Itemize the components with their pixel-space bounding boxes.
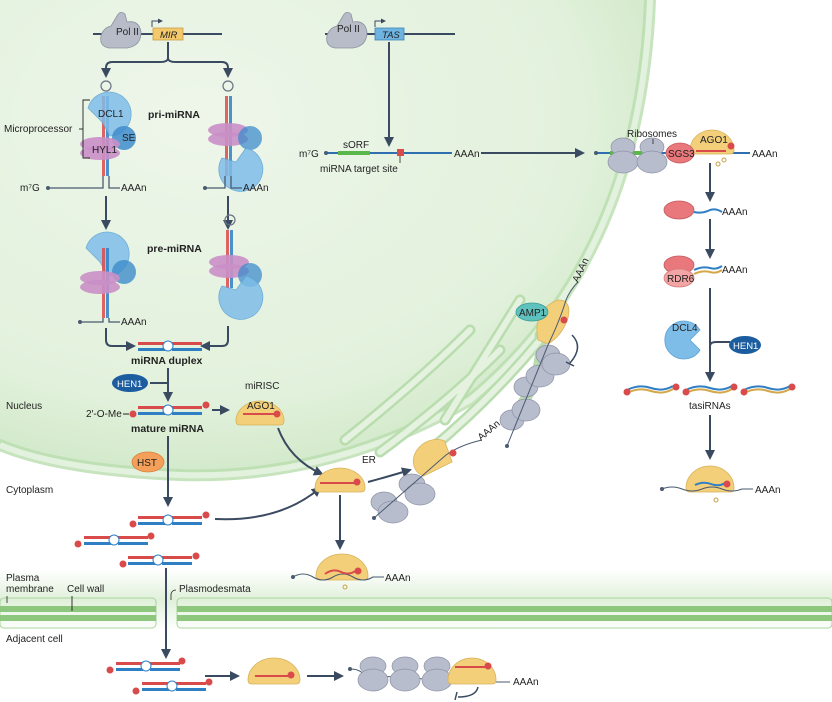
dcl4-label: DCL4 <box>672 323 698 334</box>
target-site-box <box>397 149 404 156</box>
mir-gene-label: MIR <box>160 30 178 41</box>
tas-transcript <box>324 149 452 163</box>
target-site-label: miRNA target site <box>320 164 398 175</box>
hen1-left: HEN1 <box>112 374 148 392</box>
cytoplasmic-mirna-1 <box>129 511 210 528</box>
sorf-label: sORF <box>343 140 369 151</box>
tas-gene-label: TAS <box>382 30 400 41</box>
cell-wall-label: Cell wall <box>67 584 104 595</box>
hen1-left-label: HEN1 <box>117 379 142 390</box>
m7g-label-1: m⁷G <box>20 183 40 194</box>
aaan-sgs3: AAAn <box>752 149 778 160</box>
cleaved-fragment <box>663 200 723 220</box>
mirna-duplex-label: miRNA duplex <box>131 355 203 367</box>
dcl1-label: DCL1 <box>98 109 124 120</box>
rdr6-complex <box>663 255 723 288</box>
amp1-label: AMP1 <box>519 308 547 319</box>
aaan-pre-left: AAAn <box>121 317 147 328</box>
pri-mirna-right <box>203 80 264 192</box>
aaan-adjacent: AAAn <box>513 677 539 688</box>
hen1-right-label: HEN1 <box>733 341 758 352</box>
dcl4 <box>664 320 701 360</box>
pri-mirna-label: pri-miRNA <box>148 109 200 121</box>
cytoplasmic-mirna-3 <box>119 552 200 568</box>
pol-ii-left-label: Pol II <box>116 27 139 38</box>
hst-label: HST <box>137 458 157 469</box>
hyl1-label: HYL1 <box>92 145 117 156</box>
pre-mirna-left <box>78 231 136 324</box>
ribosomes-label: Ribosomes <box>627 129 677 140</box>
aaan-cyto-cleave: AAAn <box>385 573 411 584</box>
adjacent-mirna-1 <box>106 657 186 674</box>
pre-mirna-label: pre-miRNA <box>147 243 202 255</box>
er-label: ER <box>362 455 376 466</box>
tasirnas-label: tasiRNAs <box>689 401 731 412</box>
plasma-label: Plasma <box>6 573 40 584</box>
ago1-sgs3-label: AGO1 <box>700 135 728 146</box>
er-translation-complex-2 <box>499 281 579 448</box>
nucleus-label: Nucleus <box>6 401 42 412</box>
aaan-er-1: AAAn <box>476 418 503 443</box>
er-translation-complex-1 <box>370 439 483 524</box>
pol-ii-right-label: Pol II <box>337 24 360 35</box>
aaan-pri-left: AAAn <box>121 183 147 194</box>
m7g-label-2: m⁷G <box>299 149 319 160</box>
tasirnas <box>623 383 796 396</box>
membrane-label: membrane <box>6 584 54 595</box>
aaan-tasirna: AAAn <box>755 485 781 496</box>
pol-ii-left: Pol II <box>100 12 142 49</box>
sgs3-label: SGS3 <box>668 149 695 160</box>
mature-mirna-label: mature miRNA <box>131 423 204 435</box>
adjacent-mirna-2 <box>132 678 213 695</box>
aaan-tas: AAAn <box>454 149 480 160</box>
amp1: AMP1 <box>515 302 549 322</box>
adjacent-translation-complex <box>348 656 510 701</box>
cytoplasmic-mirna-2 <box>74 532 155 548</box>
mir-gene-box <box>152 27 184 41</box>
rdr6-label: RDR6 <box>667 274 695 285</box>
mirna-duplex <box>138 340 202 352</box>
pol-ii-right: Pol II <box>326 12 368 49</box>
se-label: SE <box>122 133 136 144</box>
omethyl-label: 2′-O-Me <box>86 409 122 420</box>
mature-mirna <box>129 401 210 418</box>
tas-gene-box <box>374 27 405 41</box>
cell-wall <box>0 570 832 630</box>
aaan-pri-right: AAAn <box>243 183 269 194</box>
aaan-rdr6: AAAn <box>722 265 748 276</box>
tas-gene-locus: Pol II TAS <box>325 12 455 49</box>
mirisc-label: miRISC <box>245 381 279 392</box>
sgs3-ago1-complex <box>594 129 750 174</box>
cytoplasm-label: Cytoplasm <box>6 485 53 496</box>
ago1-cleavage-cytoplasm <box>291 553 384 590</box>
ago1-mirisc <box>235 400 285 426</box>
ago1-er <box>314 467 366 493</box>
pri-mirna-left <box>46 80 136 190</box>
hst: HST <box>131 451 165 473</box>
ago1-adjacent <box>247 657 301 685</box>
hen1-right: HEN1 <box>729 336 761 354</box>
mir-gene-locus: Pol II MIR <box>93 12 222 49</box>
plasmodesmata-label: Plasmodesmata <box>179 584 251 595</box>
adjacent-cell-label: Adjacent cell <box>6 634 63 645</box>
pre-mirna-right <box>209 214 264 320</box>
tasirna-ago1-cleavage <box>660 465 753 503</box>
microprocessor-label: Microprocessor <box>4 124 73 135</box>
sorf-box <box>338 151 370 155</box>
aaan-fragment: AAAn <box>722 207 748 218</box>
ago1-mirisc-label: AGO1 <box>247 401 275 412</box>
